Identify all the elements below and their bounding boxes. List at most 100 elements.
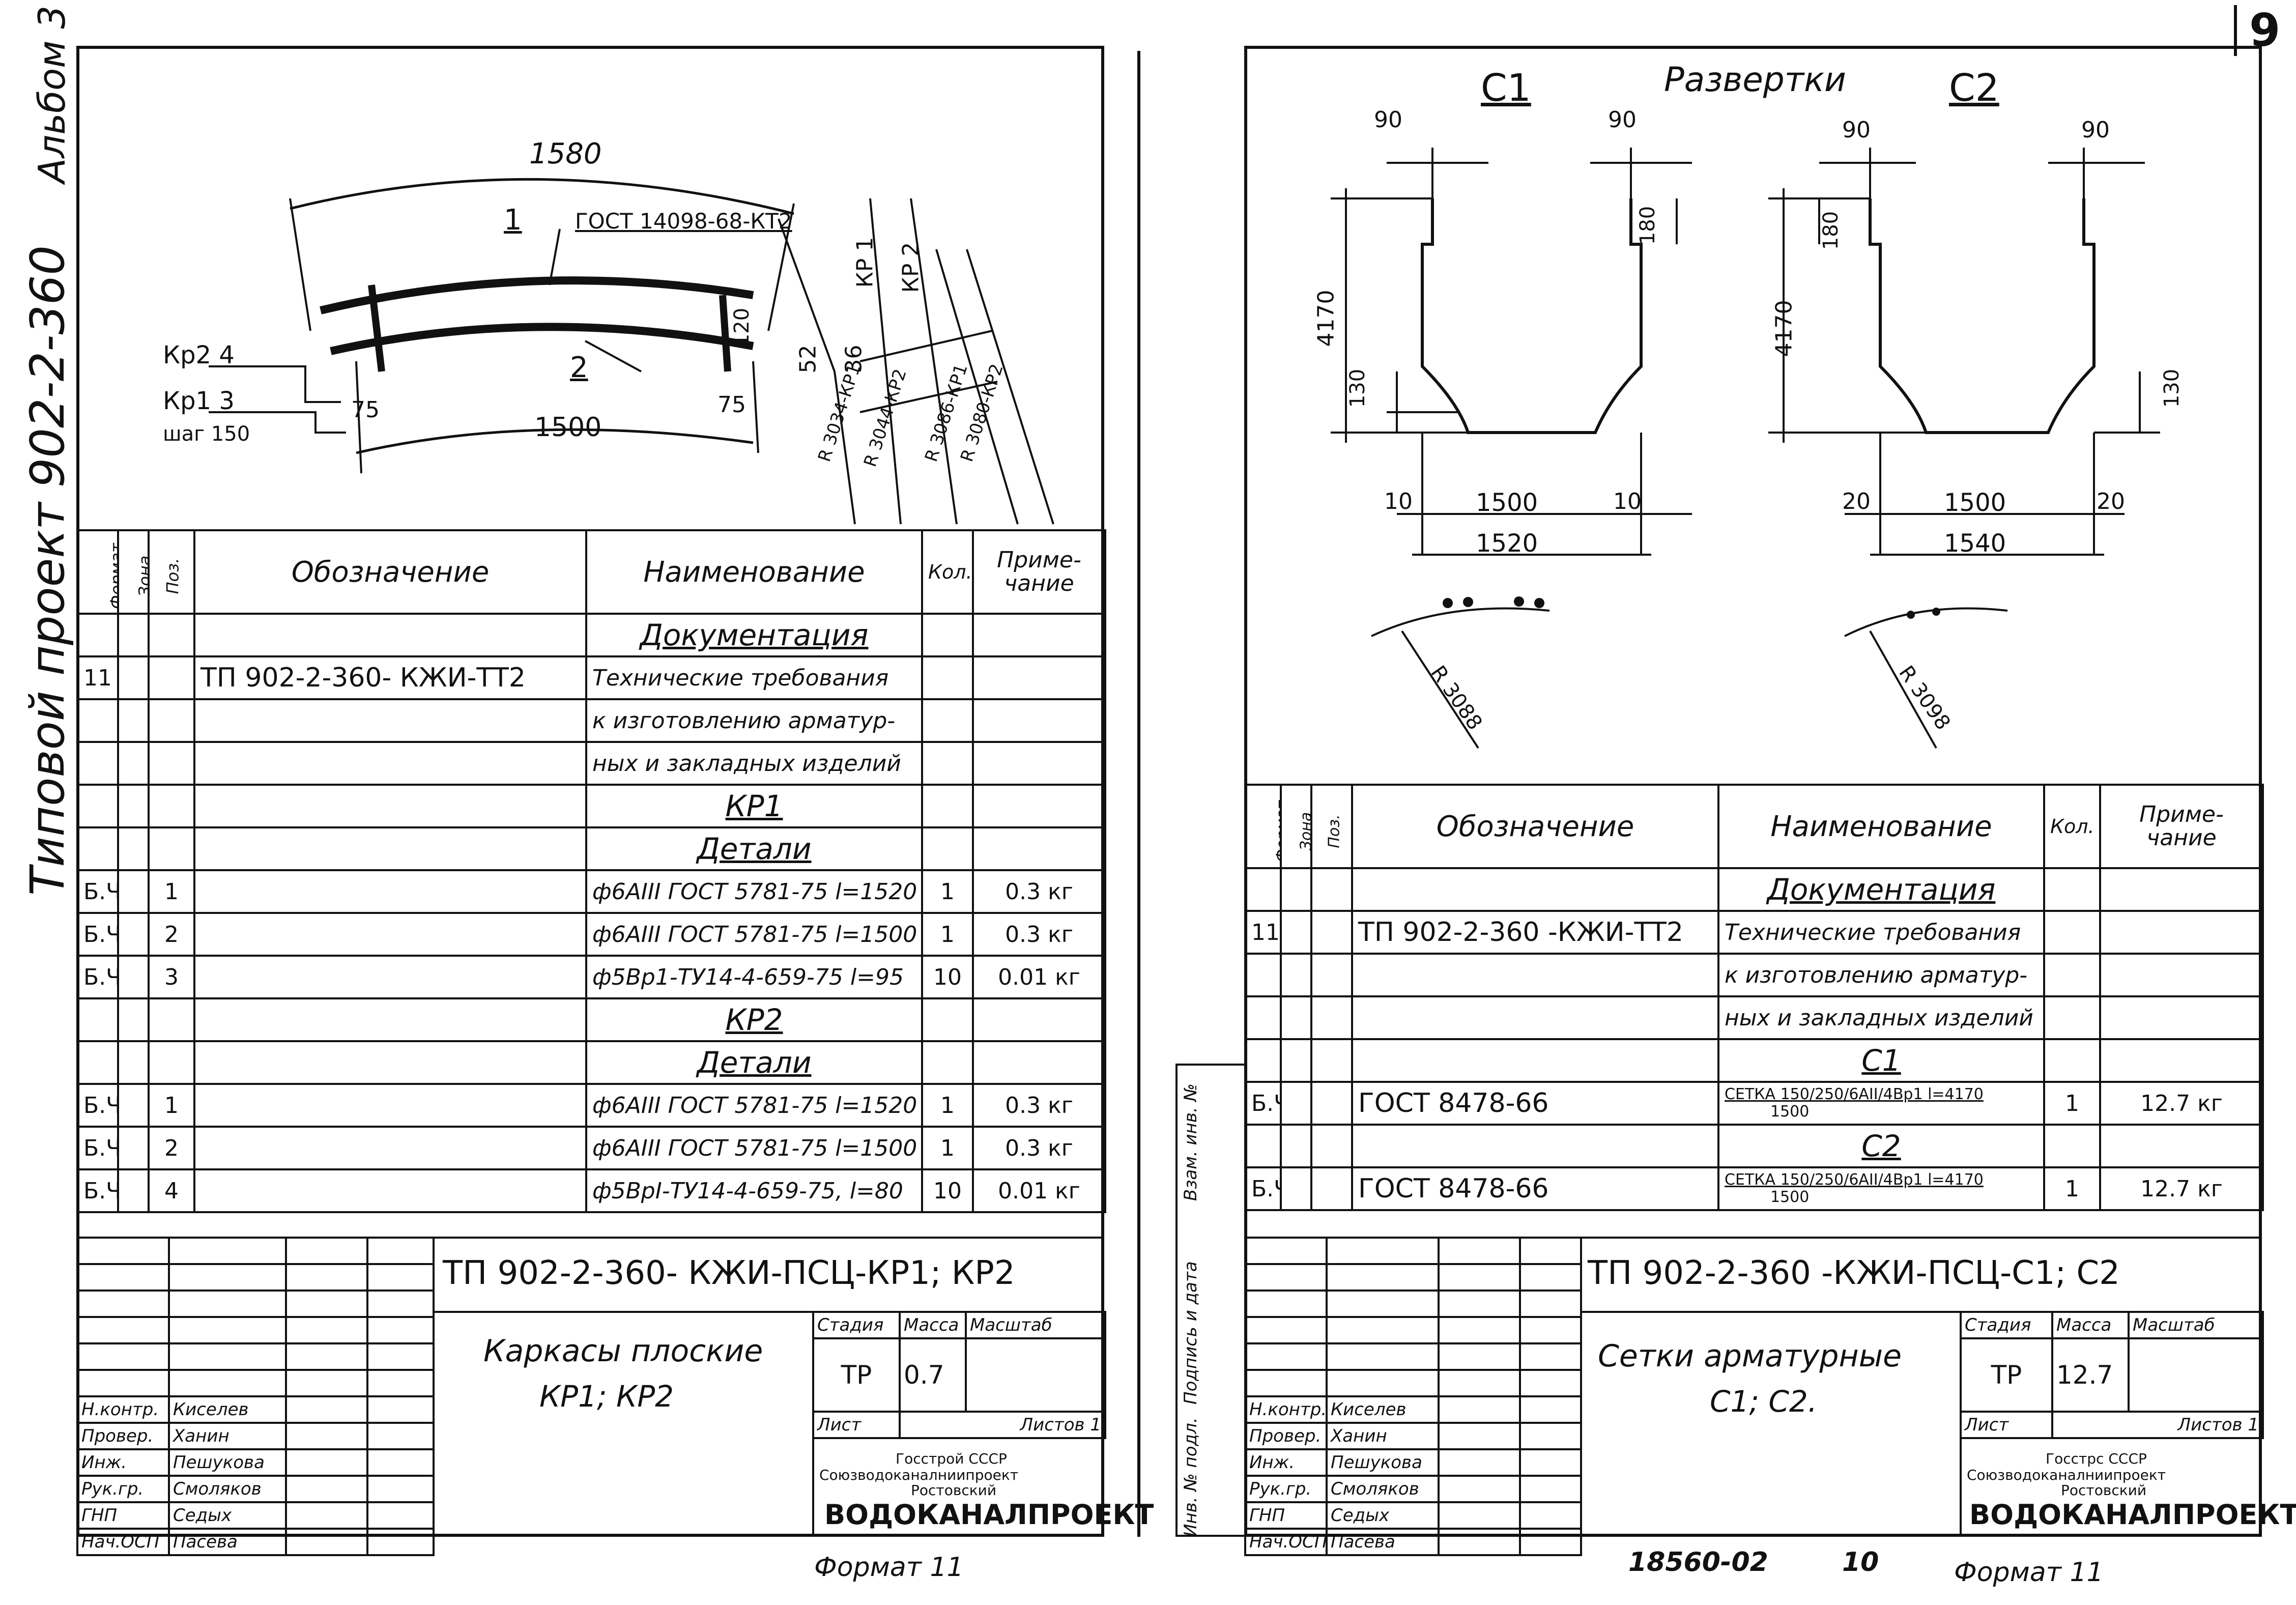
cell-pos: 2	[148, 912, 195, 957]
swap-label: Взам. инв. №	[1181, 1083, 1201, 1201]
cell-qty: 1	[921, 1083, 974, 1128]
left-stamp-signatures: Н.контр.Киселев Провер.Ханин Инж.Пешуков…	[76, 1237, 435, 1556]
dim-arc-1580	[290, 178, 794, 215]
cell-name: ных и закладных изделий	[1717, 995, 2045, 1040]
cell-note: 0.01 кг	[972, 955, 1106, 999]
cell-designation	[193, 912, 587, 957]
cell-zone	[117, 655, 150, 700]
cell-designation: ТП 902-2-360 -КЖИ-ТТ2	[1351, 910, 1719, 955]
c2-dim-20b: 20	[2097, 489, 2125, 514]
setka-drawing	[1331, 148, 2160, 749]
dim-75b: 75	[718, 392, 746, 418]
right-stamp-signatures: Н.контр.Киселев Провер.Ханин Инж.Пешуков…	[1244, 1237, 1582, 1556]
cell-designation	[193, 741, 587, 786]
c2-dim-90b: 90	[2081, 117, 2110, 143]
cell-designation	[193, 1083, 587, 1128]
kr2-label: КР 2	[898, 242, 924, 293]
cell-format: Б.Ч	[1244, 1081, 1282, 1126]
cell-name: ф5Вр1-ТУ14-4-659-75 l=95	[585, 955, 923, 999]
cell-note	[2099, 995, 2264, 1040]
left-stamp-code: ТП 902-2-360- КЖИ-ПСЦ-КР1; КР2	[443, 1254, 1015, 1292]
c1-dim-130: 130	[1346, 368, 1370, 408]
c1-dim-180: 180	[1636, 206, 1660, 245]
mesh-spec: СЕТКА 150/250/6АII/4Вр1 l=4170	[1725, 1171, 1984, 1189]
cell-zone	[1280, 1166, 1312, 1211]
callout-2: 2	[570, 351, 588, 384]
cell-name: ф6АIII ГОСТ 5781-75 l=1500	[585, 912, 923, 957]
section-row: Документация	[1244, 867, 2264, 912]
right-org-2: Союзводоканалниипроект	[1967, 1467, 2166, 1483]
cell-pos	[1310, 910, 1353, 955]
cell-format: Б.Ч	[76, 869, 119, 914]
right-org-4: ВОДОКАНАЛПРОЕКТ	[1969, 1499, 2296, 1531]
c1-dim-10a: 10	[1384, 489, 1413, 514]
cell-designation	[1351, 995, 1719, 1040]
cell-designation	[193, 955, 587, 999]
section-row: КР1	[76, 784, 1106, 828]
cell-designation	[193, 1168, 587, 1213]
right-org-1: Госстрс СССР	[2046, 1450, 2147, 1467]
mesh-spec: СЕТКА 150/250/6АII/4Вр1 l=4170	[1725, 1085, 1984, 1103]
cell-format	[1244, 953, 1282, 997]
project-label: Типовой проект 902-2-360	[20, 245, 75, 896]
cell-pos	[148, 741, 195, 786]
rcol-format: Формат	[1244, 784, 1282, 869]
left-org-3: Ростовский	[911, 1482, 997, 1499]
cell-zone	[117, 741, 150, 786]
cell-qty	[921, 655, 974, 700]
c1-dim-90a: 90	[1374, 107, 1402, 133]
section-title: С1	[1717, 1038, 2045, 1083]
cell-qty	[921, 698, 974, 743]
cell-designation: ГОСТ 8478-66	[1351, 1081, 1719, 1126]
lower-bar	[330, 323, 754, 355]
left-org-2: Союзводоканалниипроект	[819, 1467, 1019, 1483]
cell-format	[76, 741, 119, 786]
section-row: С2	[1244, 1124, 2264, 1168]
c2-dim-20a: 20	[1842, 489, 1871, 514]
kr1-label: КР 1	[852, 237, 878, 288]
section-title: Детали	[585, 826, 923, 871]
cell-qty: 1	[921, 1126, 974, 1170]
c1-dim-10b: 10	[1613, 489, 1642, 514]
cell-name: к изготовлению арматур-	[585, 698, 923, 743]
left-stamp-title-1: Каркасы плоские	[483, 1333, 763, 1369]
cell-name: ф6АIII ГОСТ 5781-75 l=1500	[585, 1126, 923, 1170]
right-stamp-title-1: Сетки арматурные	[1598, 1338, 1902, 1374]
cell-qty	[2043, 910, 2101, 955]
right-stamp-code: ТП 902-2-360 -КЖИ-ПСЦ-С1; С2	[1588, 1254, 2120, 1292]
cell-qty	[2043, 953, 2101, 997]
col-zone: Зона	[117, 529, 150, 615]
cell-pos: 1	[148, 1083, 195, 1128]
cell-format	[76, 698, 119, 743]
col-name: Наименование	[585, 529, 923, 615]
table-row: Б.Ч ГОСТ 8478-66 СЕТКА 150/250/6АII/4Вр1 l…	[1244, 1081, 2264, 1126]
cell-note: 0.01 кг	[972, 1168, 1106, 1213]
cell-pos: 2	[148, 1126, 195, 1170]
c2-dim-180: 180	[1819, 211, 1843, 250]
cell-designation: ГОСТ 8478-66	[1351, 1166, 1719, 1211]
right-footer-10: 10	[1842, 1547, 1879, 1578]
cell-format: Б.Ч	[76, 912, 119, 957]
cell-designation	[1351, 953, 1719, 997]
cell-pos: 3	[148, 955, 195, 999]
rcol-zone: Зона	[1280, 784, 1312, 869]
section-title: КР1	[585, 784, 923, 828]
c1-dim-4170: 4170	[1313, 290, 1339, 347]
c2-dim-1500: 1500	[1944, 489, 2006, 517]
fold-line	[1137, 51, 1140, 1537]
inv-label: Инв. № подл.	[1181, 1417, 1201, 1537]
cell-zone	[117, 912, 150, 957]
cell-format: Б.Ч	[76, 955, 119, 999]
cell-zone	[1280, 910, 1312, 955]
dim-arc-1500	[356, 428, 754, 454]
gost-label: ГОСТ 14098-68-КТ2	[575, 209, 792, 234]
cell-qty: 10	[921, 955, 974, 999]
cell-qty: 1	[921, 912, 974, 957]
cell-zone	[1280, 953, 1312, 997]
section-row: Документация	[76, 613, 1106, 657]
